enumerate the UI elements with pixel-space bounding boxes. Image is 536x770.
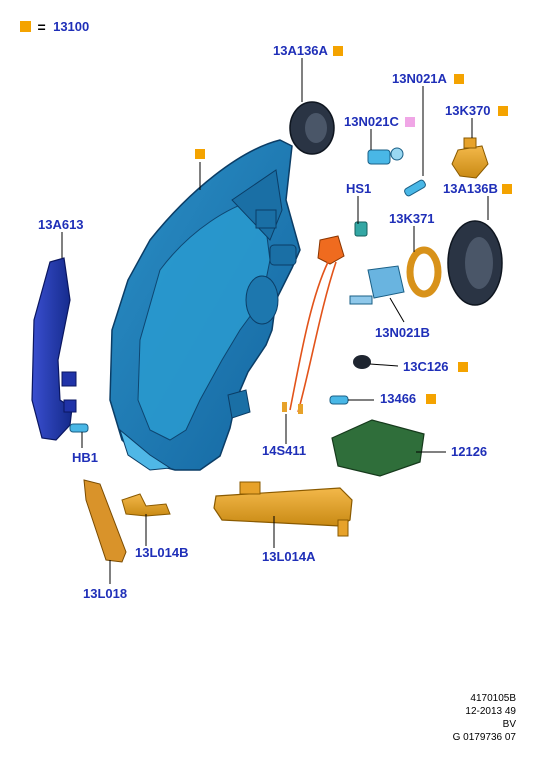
- marker-13N021C: [405, 117, 415, 127]
- marker-13K370: [498, 106, 508, 116]
- label-13A136A: 13A136A: [273, 43, 328, 58]
- drawing-reference: 4170105B 12-2013 49 BV G 0179736 07: [453, 692, 516, 744]
- marker-13A136A: [333, 46, 343, 56]
- reference-line-3: BV: [502, 719, 516, 730]
- bulb-13466: [329, 395, 349, 405]
- bulb-13N021C: [367, 147, 404, 165]
- label-13A136B: 13A136B: [443, 181, 498, 196]
- marker-13A136B: [502, 184, 512, 194]
- marker-13N021A: [454, 74, 464, 84]
- legend-equals: =: [37, 18, 46, 35]
- label-13K371: 13K371: [389, 211, 435, 226]
- reflector-13L018: [83, 479, 127, 563]
- label-13C126: 13C126: [403, 359, 449, 374]
- label-13K370: 13K370: [445, 103, 491, 118]
- label-14S411: 14S411: [262, 443, 307, 458]
- label-13A613: 13A613: [38, 217, 84, 232]
- side-lamp: [31, 257, 77, 441]
- reference-line-2: 12-2013 49: [465, 706, 516, 717]
- bulb-HB1: [69, 423, 89, 433]
- label-HS1: HS1: [346, 181, 372, 196]
- actuator-13L014A: [213, 481, 353, 537]
- module-12126: [331, 419, 425, 477]
- bulb-13N021A: [404, 179, 426, 197]
- socket-13K371: [406, 246, 442, 298]
- reference-line-4: G 0179736 07: [452, 732, 516, 743]
- marker-headlamp: [195, 149, 205, 159]
- legend-code: 13100: [53, 18, 90, 34]
- bracket-13L014B: [121, 493, 171, 517]
- label-13N021C: 13N021C: [344, 114, 399, 129]
- marker-13C126: [458, 362, 468, 372]
- label-13L014A: 13L014A: [262, 549, 316, 564]
- leader-lines: [61, 58, 489, 584]
- bulb-HS1: [354, 221, 368, 237]
- label-12126: 12126: [451, 444, 488, 459]
- bulb-13N021B: [349, 265, 405, 305]
- legend: = 13100: [20, 18, 90, 35]
- socket-13K370: [451, 137, 489, 179]
- label-13L018: 13L018: [83, 586, 128, 601]
- label-13466: 13466: [380, 391, 417, 406]
- headlamp-assembly: [109, 139, 301, 471]
- connector-14S411: [282, 235, 345, 414]
- gasket-13A136B: [447, 220, 503, 306]
- holder-13C126: [353, 355, 371, 369]
- label-13N021A: 13N021A: [392, 71, 447, 86]
- marker-13466: [426, 394, 436, 404]
- legend-orange-marker: [20, 21, 31, 33]
- reference-line-1: 4170105B: [470, 693, 516, 704]
- label-HB1: HB1: [72, 450, 99, 465]
- gasket-13A136A: [289, 101, 335, 155]
- label-13N021B: 13N021B: [375, 325, 430, 340]
- label-13L014B: 13L014B: [135, 545, 189, 560]
